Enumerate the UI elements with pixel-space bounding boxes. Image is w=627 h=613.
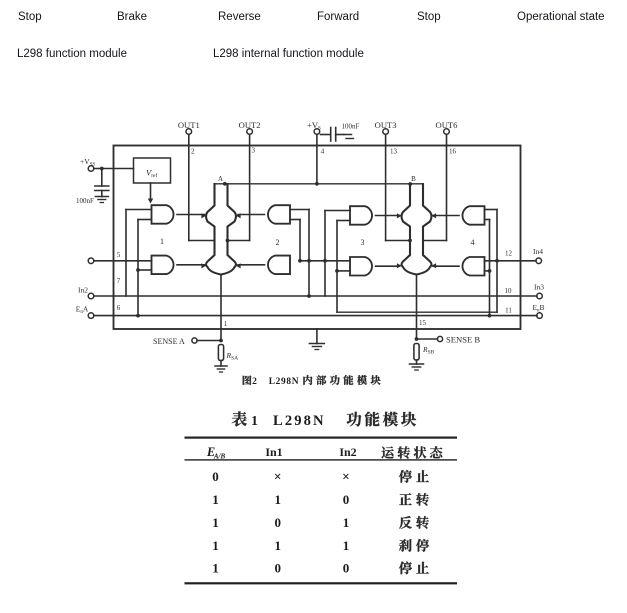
svg-text:In3: In3: [534, 283, 544, 292]
svg-text:1: 1: [274, 538, 281, 553]
svg-text:B: B: [411, 175, 416, 183]
svg-text:0: 0: [274, 561, 281, 576]
svg-text:A/B: A/B: [213, 453, 226, 461]
svg-text:4: 4: [321, 148, 325, 156]
svg-text:1: 1: [343, 538, 350, 553]
svg-text:1: 1: [251, 414, 258, 429]
svg-text:7: 7: [117, 277, 121, 285]
svg-text:4: 4: [471, 238, 475, 247]
svg-text:3: 3: [361, 238, 365, 247]
svg-text:10: 10: [505, 287, 513, 295]
svg-text:EnA: EnA: [76, 305, 89, 316]
svg-text:5: 5: [117, 251, 121, 259]
svg-text:1: 1: [212, 538, 219, 553]
svg-text:1: 1: [212, 492, 219, 507]
svg-text:0: 0: [274, 515, 281, 530]
svg-text:A: A: [218, 175, 223, 183]
svg-text:13: 13: [390, 148, 398, 156]
svg-text:2: 2: [191, 148, 195, 156]
svg-text:15: 15: [419, 319, 427, 327]
svg-text:+VS: +VS: [307, 120, 321, 132]
svg-text:0: 0: [343, 492, 350, 507]
svg-text:1: 1: [343, 515, 350, 530]
svg-text:1: 1: [224, 320, 228, 328]
svg-text:SENSE B: SENSE B: [446, 335, 480, 345]
svg-text:OUT2: OUT2: [239, 120, 261, 130]
svg-text:EnB: EnB: [532, 303, 544, 314]
svg-text:100nF: 100nF: [342, 123, 360, 131]
svg-text:OUT6: OUT6: [436, 120, 459, 130]
svg-text:RSB: RSB: [422, 345, 435, 356]
svg-text:L298N: L298N: [273, 413, 326, 429]
svg-text:OUT3: OUT3: [375, 120, 397, 130]
svg-text:In1: In1: [265, 445, 282, 459]
svg-text:1: 1: [274, 492, 281, 507]
svg-text:Vref: Vref: [146, 168, 157, 180]
svg-text:0: 0: [343, 561, 350, 576]
svg-text:L298N: L298N: [269, 377, 300, 387]
svg-text:16: 16: [449, 148, 457, 156]
svg-text:In2: In2: [78, 286, 88, 295]
svg-text:3: 3: [251, 147, 255, 155]
svg-text:×: ×: [342, 469, 350, 484]
svg-text:1: 1: [212, 561, 219, 576]
svg-text:SENSE A: SENSE A: [153, 337, 185, 346]
svg-text:RSA: RSA: [226, 351, 239, 362]
svg-text:1: 1: [160, 237, 164, 246]
svg-text:100nF: 100nF: [76, 197, 94, 205]
svg-text:2: 2: [252, 377, 257, 387]
svg-text:6: 6: [117, 304, 121, 312]
svg-text:0: 0: [212, 469, 219, 484]
svg-text:×: ×: [274, 469, 282, 484]
svg-text:11: 11: [505, 307, 512, 315]
svg-text:OUT1: OUT1: [178, 120, 200, 130]
svg-text:12: 12: [505, 250, 513, 258]
svg-text:E: E: [206, 445, 215, 459]
svg-text:+VSS: +VSS: [80, 157, 95, 168]
svg-text:1: 1: [212, 515, 219, 530]
svg-text:2: 2: [276, 238, 280, 247]
svg-text:In4: In4: [533, 247, 543, 256]
svg-text:In2: In2: [339, 445, 356, 459]
